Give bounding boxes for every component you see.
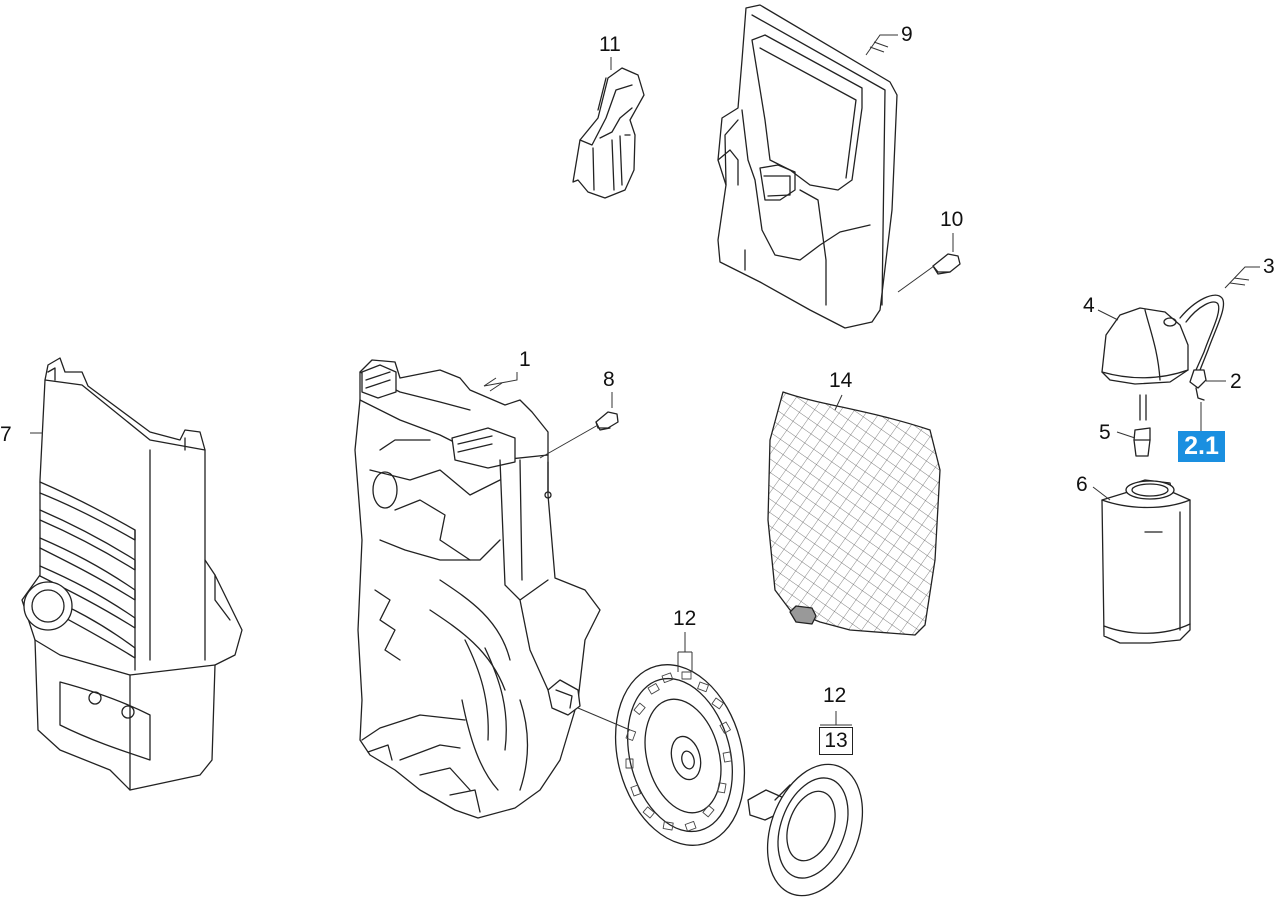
- label-part-3[interactable]: 3: [1263, 255, 1275, 278]
- part-10-screw[interactable]: [932, 253, 961, 275]
- part-3-hose[interactable]: [1179, 294, 1225, 371]
- part-6-tank[interactable]: [1101, 479, 1191, 644]
- label-part-10[interactable]: 10: [940, 208, 964, 231]
- leader-lines: [30, 34, 1260, 731]
- label-part-6[interactable]: 6: [1076, 473, 1088, 496]
- part-11-clip[interactable]: [572, 67, 645, 199]
- label-part-14[interactable]: 14: [829, 369, 853, 392]
- label-part-1[interactable]: 1: [519, 348, 531, 371]
- label-part-2[interactable]: 2: [1230, 370, 1242, 393]
- part-9-handle-frame[interactable]: [717, 4, 898, 329]
- label-part-13[interactable]: 13: [819, 727, 853, 755]
- label-part-12-cap[interactable]: 12: [823, 684, 847, 707]
- highlight-box: [1178, 431, 1225, 462]
- label-part-11[interactable]: 11: [599, 33, 621, 56]
- part-13-wheel-cap[interactable]: [747, 751, 880, 906]
- label-part-7[interactable]: 7: [0, 423, 12, 446]
- label-part-5[interactable]: 5: [1099, 421, 1111, 444]
- label-part-4[interactable]: 4: [1083, 294, 1095, 317]
- part-5-filter[interactable]: [1133, 394, 1151, 457]
- label-part-9[interactable]: 9: [901, 23, 913, 46]
- part-14-net-bag[interactable]: [760, 385, 950, 645]
- label-part-8[interactable]: 8: [603, 368, 615, 391]
- part-2-valve[interactable]: [1189, 369, 1207, 401]
- label-part-12-wheel[interactable]: 12: [673, 607, 697, 630]
- part-7-front-cover[interactable]: [21, 357, 243, 791]
- part-1-main-housing[interactable]: [354, 359, 601, 819]
- part-4-tank-cap[interactable]: [1101, 307, 1189, 385]
- label-part-2-1-highlighted[interactable]: 2.1: [1184, 432, 1219, 460]
- part-8-screw[interactable]: [595, 411, 619, 431]
- part-12-wheel[interactable]: [596, 650, 763, 860]
